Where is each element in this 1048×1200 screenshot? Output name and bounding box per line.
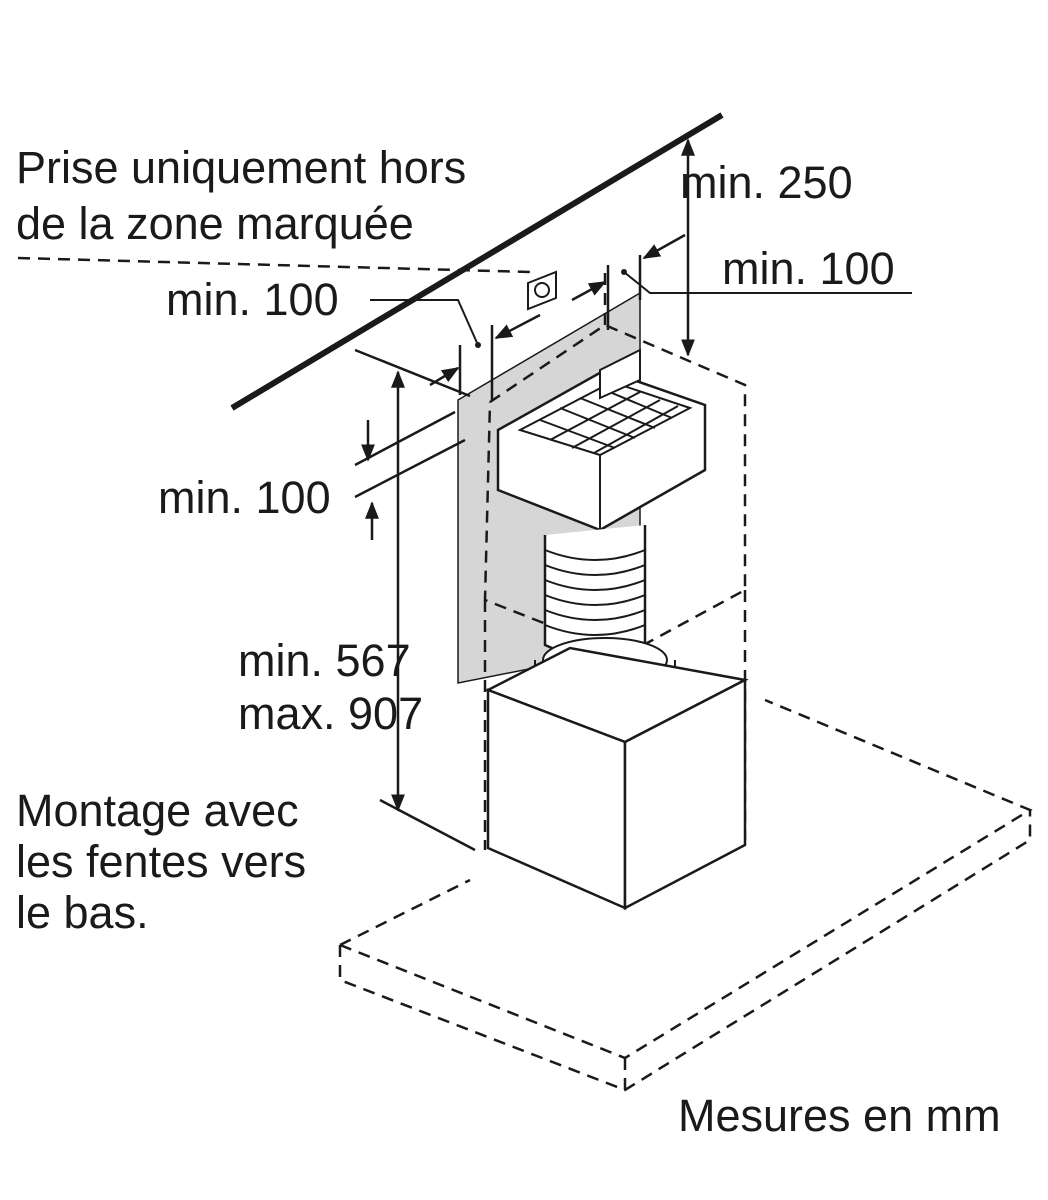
charcoal-filter [496,348,707,532]
socket-icon [527,270,557,311]
ceiling-line [230,112,724,411]
min100-left-label: min. 100 [158,472,331,523]
mounting-label-line3: le bas. [16,887,149,938]
mounting-label-line2: les fentes vers [16,836,307,887]
height-max-label: max. 907 [238,688,424,739]
hood-canopy-outline [338,698,1033,1092]
min100-right-label: min. 100 [722,243,895,294]
socket-zone-leader [17,256,531,274]
topleft-min100-dimension [370,299,541,400]
lower-chimney [484,646,749,911]
units-label: Mesures en mm [678,1090,1001,1141]
height-min-label: min. 567 [238,635,411,686]
socket-zone-label-line1: Prise uniquement hors [16,142,467,193]
right-min100-dimension [571,233,912,330]
min100-topleft-label: min. 100 [166,274,339,325]
socket-zone-label-line2: de la zone marquée [16,198,414,249]
height-dimension [354,348,476,852]
mounting-label-line1: Montage avec [16,785,299,836]
left-min100-dimension [354,410,466,540]
min250-label: min. 250 [680,157,853,208]
